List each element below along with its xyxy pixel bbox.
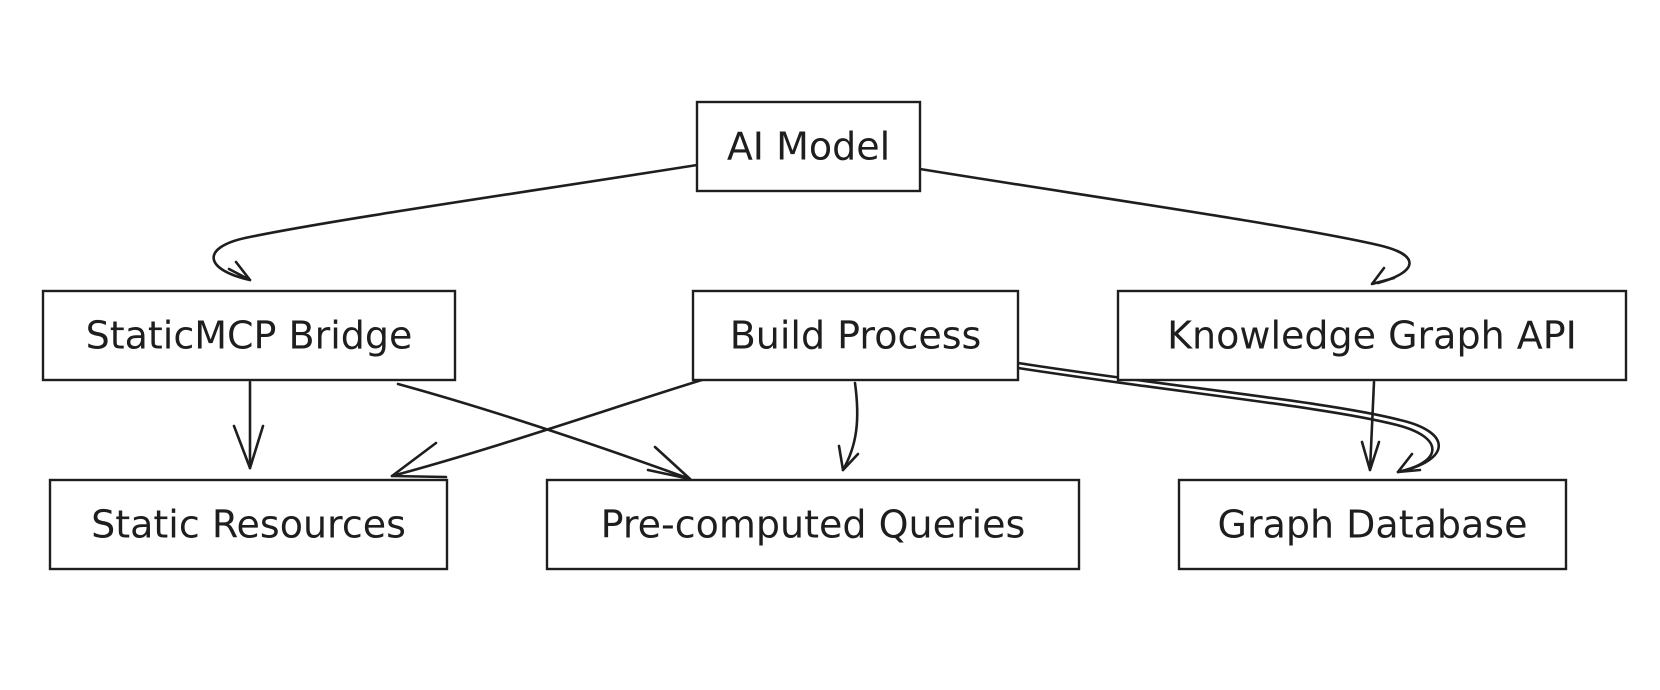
edges — [212, 163, 1441, 481]
node-precomputed-queries: Pre-computed Queries — [545, 478, 1081, 571]
node-precomputed-queries-label: Pre-computed Queries — [601, 503, 1026, 547]
node-staticmcp-bridge: StaticMCP Bridge — [41, 289, 457, 382]
node-ai-model: AI Model — [695, 100, 922, 193]
node-graph-database-label: Graph Database — [1218, 503, 1528, 547]
node-graph-database: Graph Database — [1177, 478, 1568, 571]
node-staticmcp-bridge-label: StaticMCP Bridge — [86, 314, 413, 358]
node-static-resources: Static Resources — [48, 478, 449, 571]
edge-knowledge-graph-api-to-graph-database — [1360, 380, 1381, 472]
node-build-process-label: Build Process — [730, 314, 982, 358]
edge-ai-model-to-knowledge-graph-api — [918, 167, 1411, 286]
edge-build-process-to-static-resources — [390, 377, 707, 479]
node-static-resources-label: Static Resources — [91, 503, 406, 547]
node-knowledge-graph-api-label: Knowledge Graph API — [1167, 314, 1577, 358]
node-build-process: Build Process — [691, 289, 1020, 382]
edge-staticmcp-bridge-to-static-resources — [232, 380, 265, 470]
edge-build-process-to-precomputed-queries — [837, 381, 860, 472]
edge-ai-model-to-staticmcp-bridge — [212, 163, 699, 282]
node-ai-model-label: AI Model — [727, 125, 890, 169]
node-knowledge-graph-api: Knowledge Graph API — [1116, 289, 1628, 382]
